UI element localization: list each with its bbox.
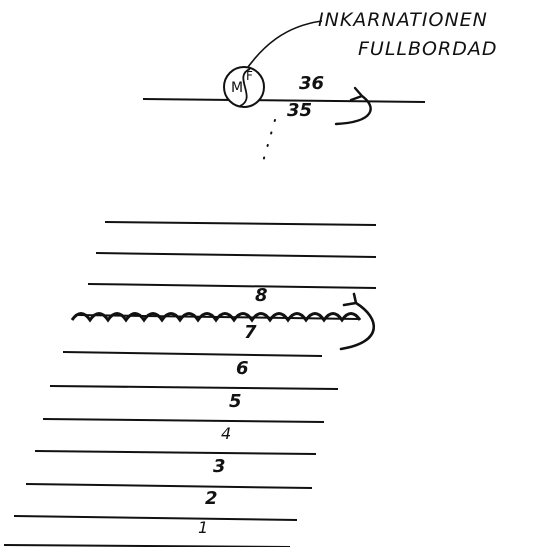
wavy-line [70, 312, 362, 323]
number-36: 36 [299, 73, 325, 94]
level-line [34, 450, 317, 455]
symbol-circle [223, 66, 265, 108]
caption-line-1: INKARNATIONEN [318, 9, 488, 31]
number-35: 35 [287, 100, 313, 121]
top-line [142, 98, 426, 103]
level-line [42, 418, 325, 423]
caption-line-2: FULLBORDAD [358, 38, 498, 60]
level-line [95, 252, 377, 258]
level-number-2: 2 [205, 488, 218, 509]
return-arrow-top-icon [334, 86, 372, 126]
level-line [62, 351, 323, 357]
symbol-letter-m: M [231, 80, 244, 96]
level-number-6: 6 [236, 358, 249, 379]
dotted-path [261, 119, 276, 166]
callout-leader-line [242, 20, 323, 75]
level-number-1: 1 [198, 518, 209, 537]
level-line [49, 385, 339, 390]
level-number-5: 5 [229, 391, 242, 412]
return-arrow-middle-icon [339, 292, 375, 351]
level-line [25, 483, 313, 489]
level-line [13, 515, 298, 521]
level-number-3: 3 [213, 456, 226, 477]
symbol-letter-f: F [246, 69, 253, 83]
level-number-7: 7 [244, 322, 257, 343]
level-line [87, 283, 377, 289]
level-number-8: 8 [255, 285, 268, 306]
symbol-divider-curve [239, 68, 251, 107]
level-number-4: 4 [221, 424, 232, 443]
level-line [104, 221, 377, 226]
